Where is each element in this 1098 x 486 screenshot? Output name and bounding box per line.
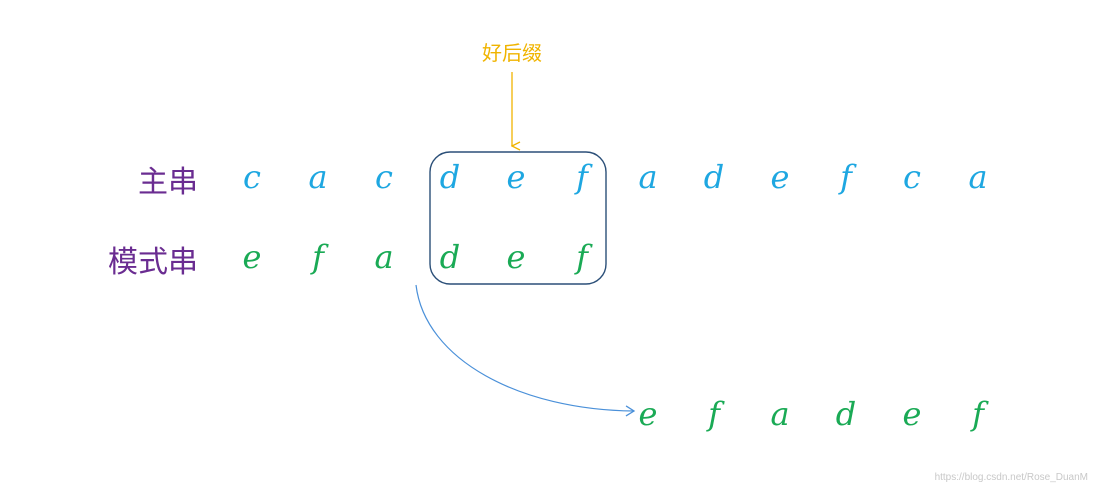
main-char: f (838, 158, 857, 196)
shifted-char: f (970, 395, 989, 433)
pattern-char: f (310, 238, 329, 276)
main-char: d (704, 158, 724, 196)
main-char: d (440, 158, 460, 196)
main-char: c (903, 158, 921, 196)
pattern-char: e (243, 238, 262, 276)
pattern-string-label: 模式串 (108, 245, 198, 280)
main-char: a (968, 158, 987, 196)
shifted-char: f (706, 395, 725, 433)
shift-arrow (415, 284, 636, 417)
shifted-char: d (836, 395, 856, 433)
main-char: a (308, 158, 327, 196)
main-char: c (375, 158, 393, 196)
pattern-char: a (374, 238, 393, 276)
main-char: f (574, 158, 593, 196)
good-suffix-label: 好后缀 (482, 41, 542, 65)
main-char: c (243, 158, 261, 196)
shifted-char: e (639, 395, 658, 433)
main-char: e (771, 158, 790, 196)
main-string-label: 主串 (138, 165, 198, 200)
shifted-char: a (770, 395, 789, 433)
good-suffix-box (429, 151, 607, 285)
main-char: e (507, 158, 526, 196)
pattern-char: e (507, 238, 526, 276)
pattern-char: d (440, 238, 460, 276)
main-char: a (638, 158, 657, 196)
pattern-char: f (574, 238, 593, 276)
watermark-text: https://blog.csdn.net/Rose_DuanM (935, 472, 1088, 483)
shifted-char: e (903, 395, 922, 433)
